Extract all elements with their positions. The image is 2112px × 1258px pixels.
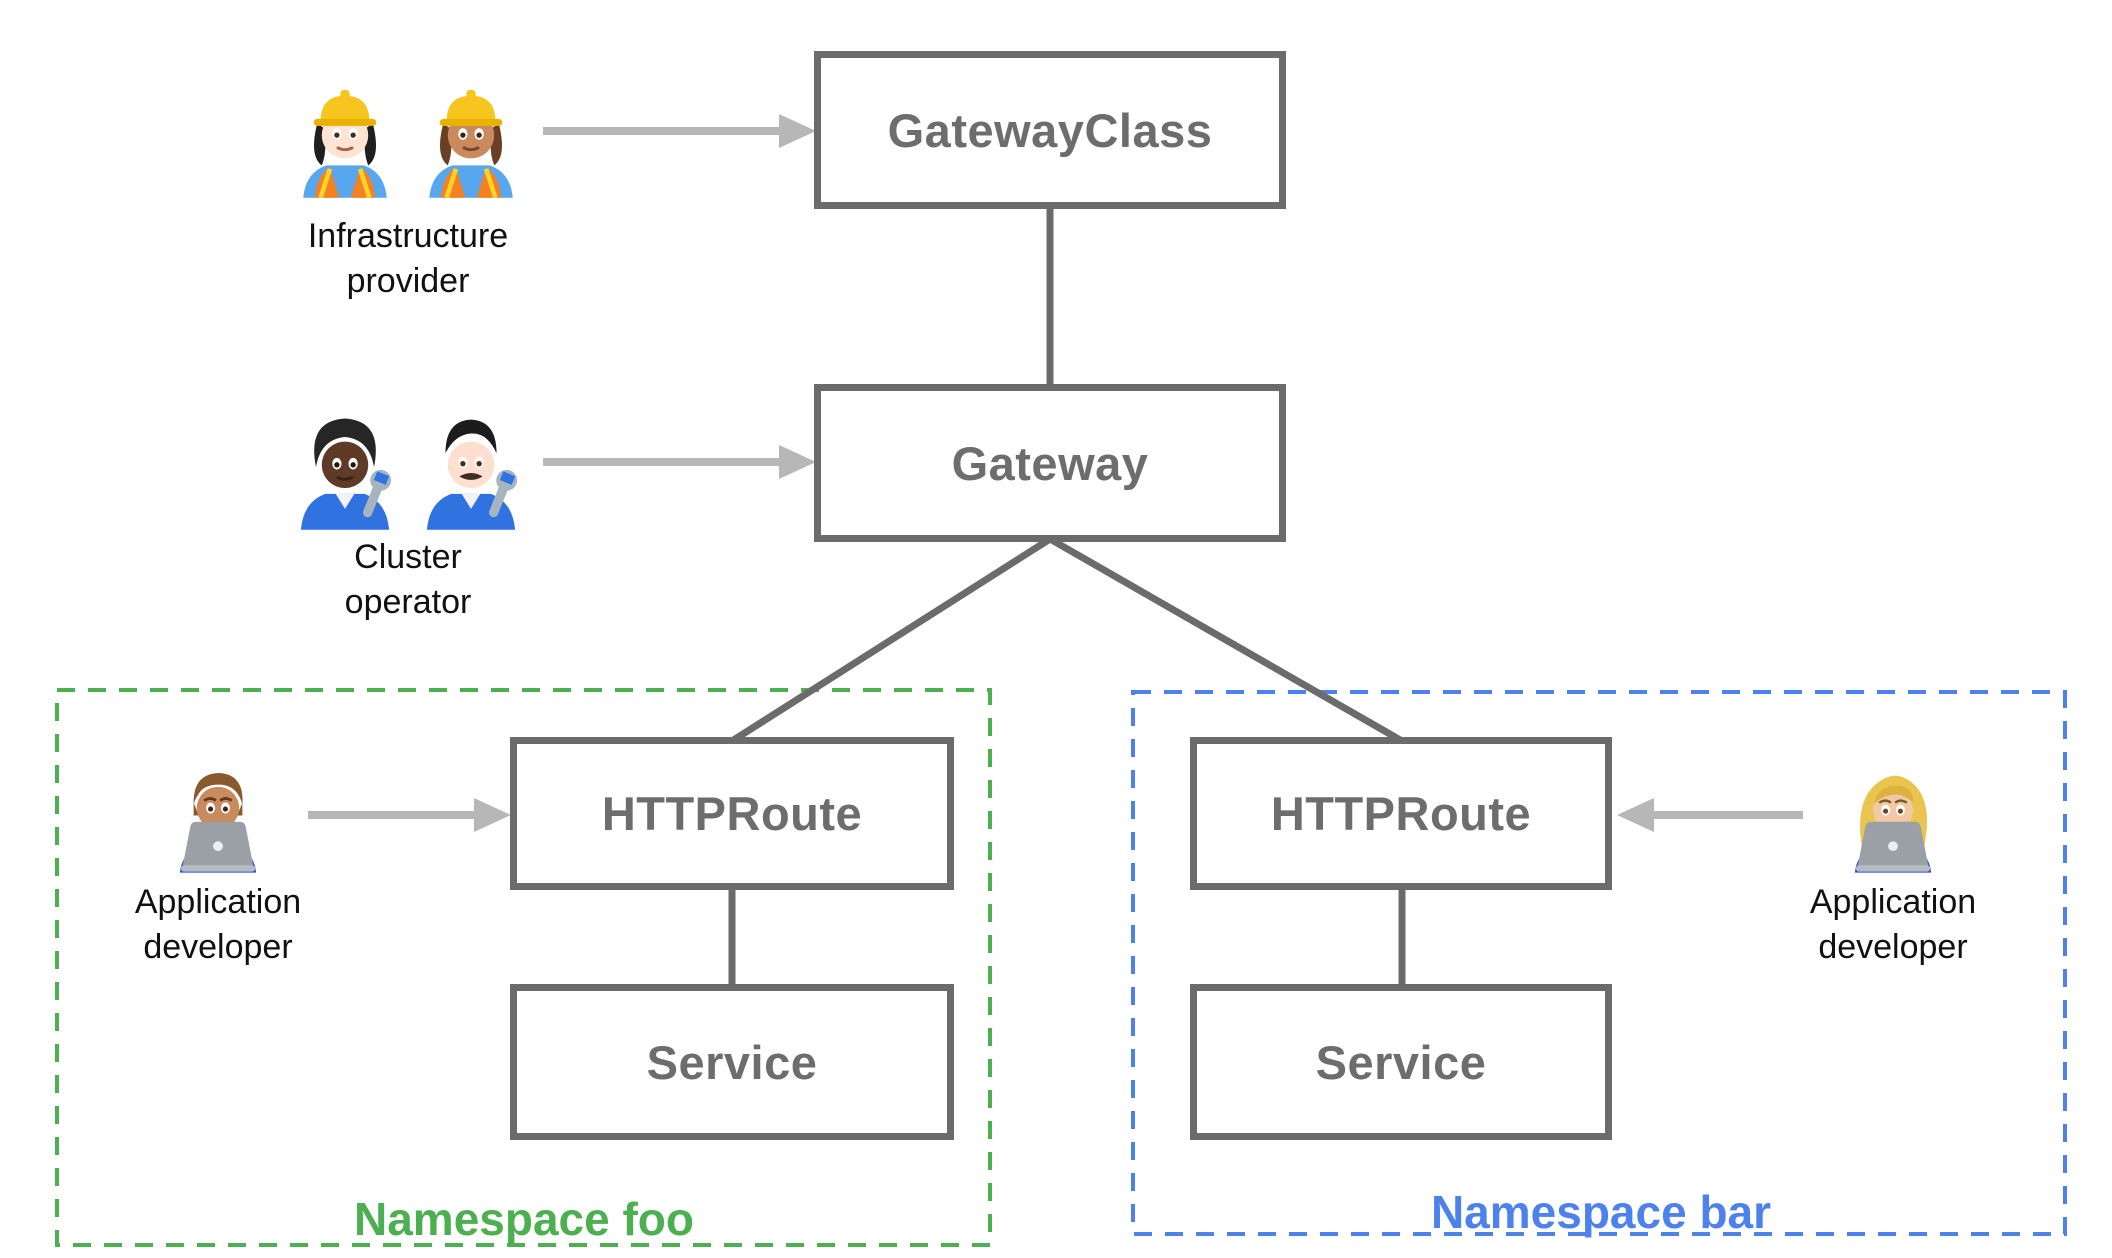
node-gatewayclass: GatewayClass bbox=[814, 51, 1286, 209]
node-httproute-bar-label: HTTPRoute bbox=[1270, 787, 1532, 840]
node-gatewayclass-label: GatewayClass bbox=[887, 103, 1213, 157]
app-developer-bar-label: Application developer bbox=[1809, 883, 1977, 966]
cluster-operator-label: Cluster operator bbox=[344, 538, 472, 621]
wrench-icon bbox=[488, 469, 518, 518]
arrow-app-developer-to-httproute-foo bbox=[308, 798, 511, 832]
mechanic-dark-icon bbox=[300, 418, 392, 530]
node-service-bar-label: Service bbox=[1315, 1035, 1487, 1089]
connector-gateway-httproute-foo bbox=[730, 536, 1052, 744]
namespace-foo-label: Namespace foo bbox=[353, 1193, 694, 1245]
node-httproute-foo: HTTPRoute bbox=[510, 737, 954, 890]
namespace-bar-label: Namespace bar bbox=[1430, 1186, 1772, 1238]
app-developer-bar-icon bbox=[1840, 757, 1946, 875]
woman-technologist-icon bbox=[1854, 775, 1932, 873]
node-gateway-label: Gateway bbox=[951, 436, 1149, 490]
namespace-bar-outline bbox=[1131, 690, 2067, 1236]
infrastructure-provider-icons bbox=[285, 64, 531, 198]
app-developer-foo-label: Application developer bbox=[134, 883, 302, 966]
arrow-infrastructure-provider-to-gatewayclass bbox=[543, 114, 816, 148]
arrow-cluster-operator-to-gateway bbox=[543, 445, 816, 479]
infrastructure-provider-label: Infrastructure provider bbox=[307, 217, 509, 300]
connector-gateway-httproute-bar bbox=[1048, 535, 1404, 745]
node-service-foo: Service bbox=[510, 984, 954, 1140]
cluster-operator-icons bbox=[285, 396, 531, 530]
node-httproute-foo-label: HTTPRoute bbox=[601, 787, 863, 840]
arrow-app-developer-to-httproute-bar bbox=[1617, 798, 1803, 832]
namespace-foo-outline bbox=[55, 688, 992, 1247]
woman-construction-worker-medium-icon bbox=[429, 89, 513, 198]
man-technologist-icon bbox=[179, 773, 257, 873]
man-mechanic-light-icon bbox=[426, 419, 518, 530]
node-service-foo-label: Service bbox=[646, 1035, 818, 1089]
node-gateway: Gateway bbox=[814, 384, 1286, 542]
woman-construction-worker-light-icon bbox=[303, 89, 387, 198]
wrench-icon bbox=[362, 469, 392, 518]
node-service-bar: Service bbox=[1190, 984, 1612, 1140]
app-developer-foo-icon bbox=[165, 757, 271, 875]
node-httproute-bar: HTTPRoute bbox=[1190, 737, 1612, 890]
